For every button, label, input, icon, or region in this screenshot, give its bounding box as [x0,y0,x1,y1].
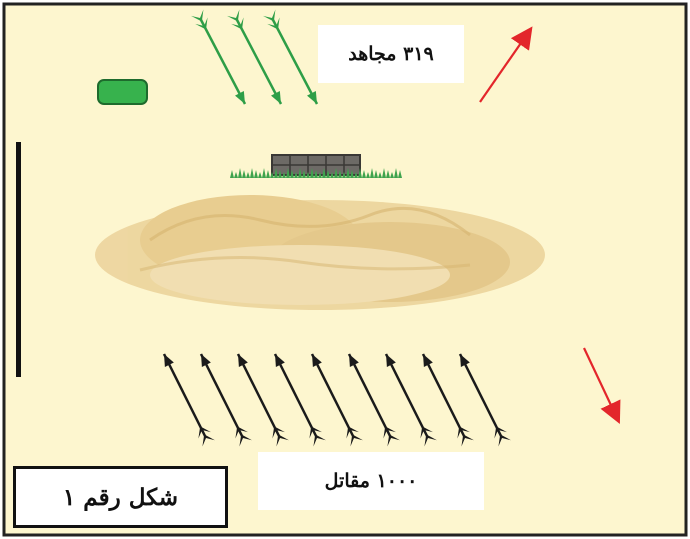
black-arrow-up-icon [273,353,326,447]
black-arrow-up-icon [458,353,511,447]
black-arrow-up-icon [162,353,215,447]
fighters-count-label: ١٠٠٠ مقاتل [258,452,484,510]
grass-blade [366,172,370,178]
red-arrow-down-right [583,347,621,424]
grass-blade [270,172,274,178]
grass-blade [230,170,234,178]
black-arrow-up-icon [199,353,252,447]
grass-blade [290,170,294,178]
grass-blade [374,170,378,178]
green-arrow-down-icon [263,9,319,105]
grass-blade [330,172,334,178]
grass-blade [370,168,374,178]
grass-blade [286,168,290,178]
grass-blade [338,170,342,178]
grass-blade [362,170,366,178]
left-edge-line [16,142,21,377]
grass-blade [382,168,386,178]
grass-blade [314,170,318,178]
grass-blade [326,170,330,178]
grass-blade [250,168,254,178]
enemy-arrows-group [162,353,511,447]
grass-blade [342,172,346,178]
hill-terrain-icon [95,195,545,310]
grass-blade [298,168,302,178]
grass-blade [302,170,306,178]
grass-blade [306,172,310,178]
grass-blade [318,172,322,178]
grass-blade [274,168,278,178]
grass-blade [242,170,246,178]
grass-blade [254,170,258,178]
black-arrow-up-icon [310,353,363,447]
black-arrow-up-icon [236,353,289,447]
grass-blade [322,168,326,178]
grass-blade [258,172,262,178]
grass-blade [346,168,350,178]
grass-blade [386,170,390,178]
green-arrow-down-icon [191,9,247,105]
black-arrow-up-icon [384,353,437,447]
grass-blade [350,170,354,178]
red-arrow-up-right [479,26,533,103]
figure-caption: شكل رقم ١ [13,466,228,528]
black-arrow-up-icon [421,353,474,447]
grass-blade [390,172,394,178]
grass-blade [262,168,266,178]
grass-blade [398,170,402,178]
grass-blade [310,168,314,178]
grass-strip [230,168,402,178]
grass-blade [278,170,282,178]
friendly-arrows-group [191,9,319,105]
grass-blade [246,172,250,178]
green-arrow-down-icon [227,9,283,105]
grass-blade [234,172,238,178]
grass-blade [334,168,338,178]
mujahideen-count-label: ٣١٩ مجاهد [318,25,464,83]
grass-blade [378,172,382,178]
grass-blade [282,172,286,178]
black-arrow-up-icon [347,353,400,447]
grass-blade [354,172,358,178]
grass-blade [238,168,242,178]
grass-blade [358,168,362,178]
stone-wall-icon [271,154,361,176]
grass-blade [294,172,298,178]
grass-blade [394,168,398,178]
grass-blade [266,170,270,178]
green-marker-icon [97,79,148,105]
